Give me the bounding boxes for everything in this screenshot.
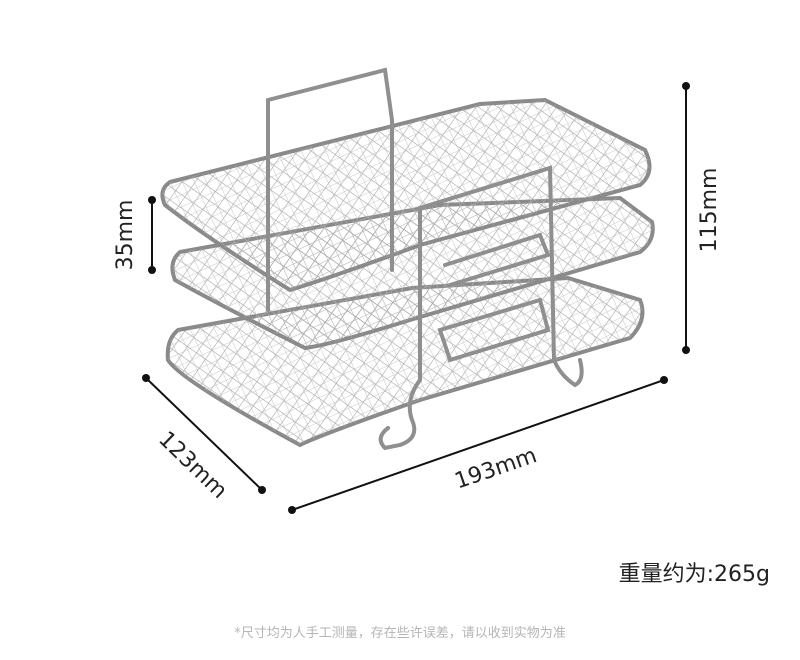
dimension-height: 115mm xyxy=(682,82,722,354)
dimension-width-label: 193mm xyxy=(452,443,540,494)
dimension-height-label: 115mm xyxy=(697,168,722,253)
dimension-tier: 35mm xyxy=(113,196,156,274)
rack-illustration xyxy=(160,67,655,451)
dimension-depth-label: 123mm xyxy=(153,427,231,504)
weight-label: 重量约为:265g xyxy=(618,562,770,587)
measurement-disclaimer: *尺寸均为人手工测量，存在些许误差，请以收到实物为准 xyxy=(234,626,566,641)
wire-frame xyxy=(266,67,584,451)
dimension-tier-label: 35mm xyxy=(113,200,138,271)
top-tray xyxy=(160,97,652,293)
